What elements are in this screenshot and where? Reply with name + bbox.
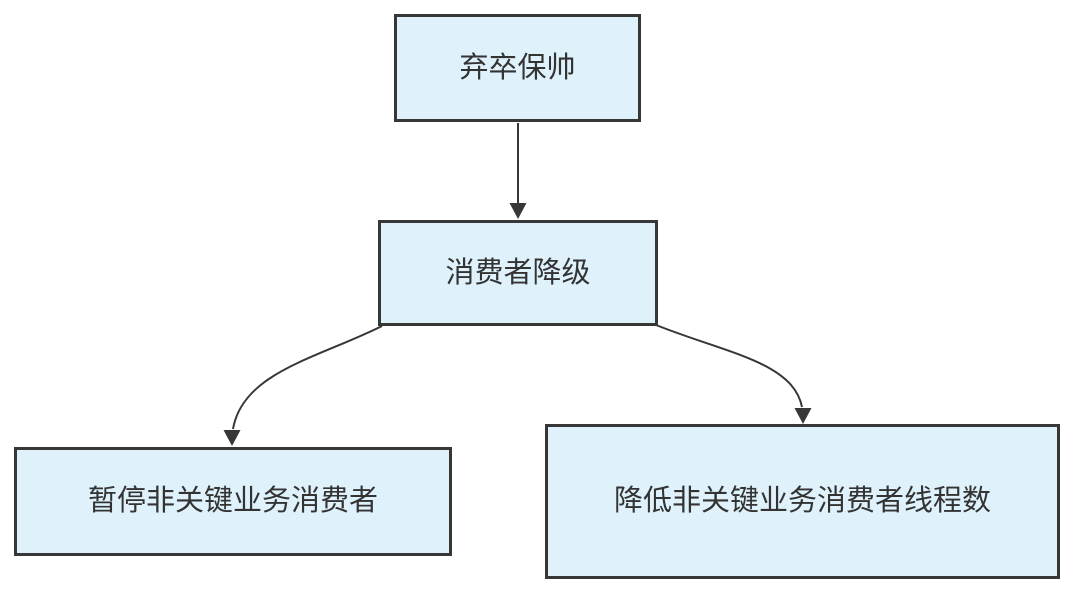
node-pause-noncritical-consumers-label: 暂停非关键业务消费者 [87, 485, 378, 518]
node-root: 弃卒保帅 [394, 14, 641, 122]
arrowhead-down-icon [223, 430, 241, 446]
edge-downgrade-to-pause [223, 325, 383, 446]
arrowhead-down-icon [509, 203, 527, 219]
edge-root-to-downgrade [509, 123, 527, 219]
node-consumer-downgrade-label: 消费者降级 [445, 256, 591, 289]
arrowhead-down-icon [794, 408, 812, 424]
node-root-label: 弃卒保帅 [459, 51, 576, 84]
node-reduce-consumer-threads-label: 降低非关键业务消费者线程数 [613, 485, 991, 518]
node-pause-noncritical-consumers: 暂停非关键业务消费者 [14, 447, 452, 556]
node-consumer-downgrade: 消费者降级 [378, 220, 658, 326]
node-reduce-consumer-threads: 降低非关键业务消费者线程数 [545, 424, 1060, 579]
edge-downgrade-to-reduce [655, 324, 812, 424]
